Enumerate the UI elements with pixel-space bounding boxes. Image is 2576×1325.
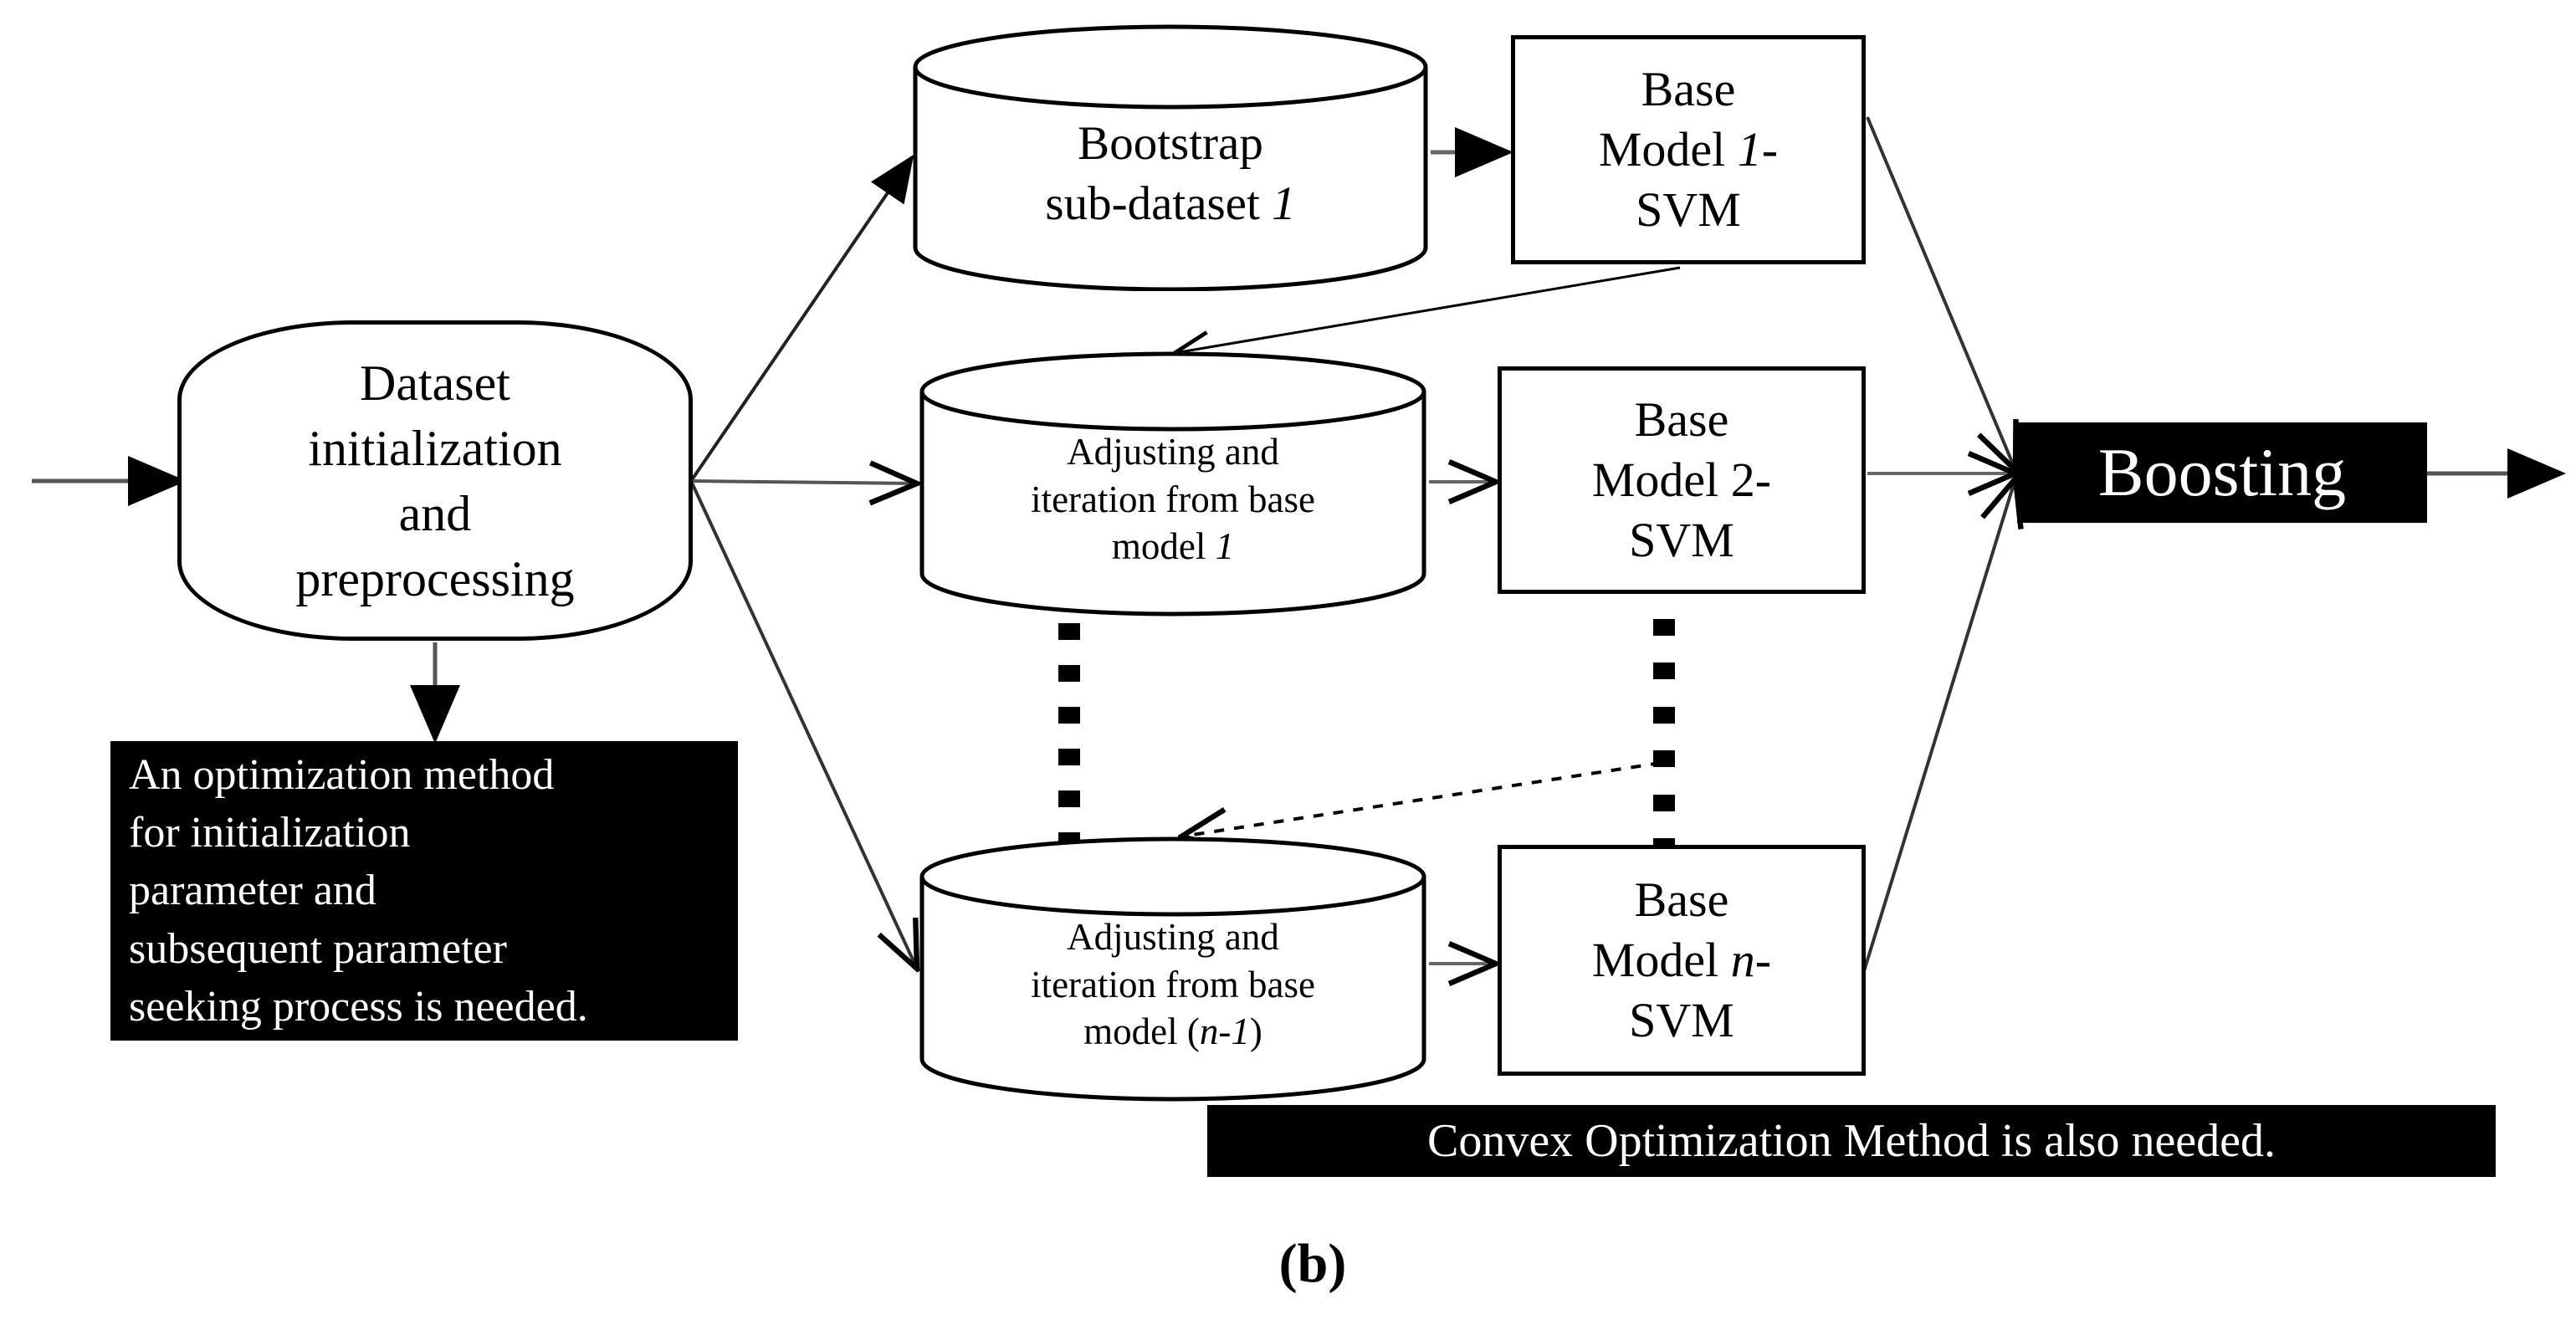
ellipsis-dot xyxy=(1653,794,1675,811)
optimization-note-line-1: An optimization method xyxy=(129,751,555,800)
edge-dataset-to-adjust-1 xyxy=(690,481,917,483)
node-boosting[interactable]: Boosting xyxy=(2017,422,2427,523)
ellipsis-dot xyxy=(1653,706,1675,724)
dataset-label: Dataset initialization and preprocessing xyxy=(295,350,574,611)
edge-base-1-to-boosting xyxy=(1866,116,2015,470)
adjust-n-line-3-text: model ( xyxy=(1083,1010,1200,1053)
base-model-n-line-2-tail: - xyxy=(1754,933,1772,988)
ellipsis-dot xyxy=(1058,749,1080,765)
adjust-n-line-1: Adjusting and xyxy=(1067,916,1279,958)
convex-note-label: Convex Optimization Method is also neede… xyxy=(1426,1115,2276,1167)
base-model-2-line-3: SVM xyxy=(1629,512,1734,567)
base-model-n-line-1: Base xyxy=(1634,872,1729,928)
vertical-ellipsis-right-icon xyxy=(1653,619,1675,855)
base-model-1-line-3: SVM xyxy=(1636,182,1741,237)
base-model-n-line-2-text: Model xyxy=(1591,933,1731,988)
boosting-label: Boosting xyxy=(2097,434,2347,510)
base-model-2-index: 2 xyxy=(1730,453,1755,508)
dataset-line-3: and xyxy=(398,485,472,541)
cylinder-shape-icon xyxy=(919,836,1426,1102)
bootstrap-line-1: Bootstrap xyxy=(1078,117,1263,170)
figure-caption: (b) xyxy=(1246,1226,1380,1302)
ellipsis-dot xyxy=(1058,790,1080,807)
figure-caption-label: (b) xyxy=(1278,1233,1347,1294)
optimization-note-label: An optimization method for initializatio… xyxy=(129,746,588,1036)
adjust-1-index: 1 xyxy=(1215,525,1235,568)
edge-base-n-to-boosting xyxy=(1852,478,2015,1005)
note-convex-optimization: Convex Optimization Method is also neede… xyxy=(1207,1105,2496,1177)
edge-dataset-to-bootstrap xyxy=(689,154,914,483)
node-base-model-n-svm[interactable]: Base Model n- SVM xyxy=(1498,845,1866,1076)
ellipsis-dot xyxy=(1058,707,1080,724)
node-dataset-initialization[interactable]: Dataset initialization and preprocessing xyxy=(177,320,693,641)
base-model-1-line-2-text: Model xyxy=(1598,122,1738,177)
edge-dashed-feedback-to-adjust-n xyxy=(1181,761,1662,836)
base-model-n-index: n xyxy=(1730,933,1755,988)
bootstrap-line-2-text: sub-dataset xyxy=(1045,176,1273,230)
adjust-n-label: Adjusting and iteration from base model … xyxy=(919,913,1427,1056)
node-base-model-1-svm[interactable]: Base Model 1- SVM xyxy=(1511,35,1866,264)
optimization-note-line-2: for initialization xyxy=(129,809,411,857)
optimization-note-line-5: seeking process is needed. xyxy=(129,982,588,1031)
adjust-1-line-3: model 1 xyxy=(919,523,1427,570)
ellipsis-dot xyxy=(1653,750,1675,768)
bootstrap-index: 1 xyxy=(1272,176,1296,230)
node-adjusting-iteration-base-model-1[interactable]: Adjusting and iteration from base model … xyxy=(919,351,1427,617)
vertical-ellipsis-left-icon xyxy=(1058,623,1080,849)
node-adjusting-iteration-base-model-n-1[interactable]: Adjusting and iteration from base model … xyxy=(919,836,1427,1102)
adjust-1-line-2: iteration from base xyxy=(1031,478,1315,520)
base-model-2-line-2-tail: - xyxy=(1754,453,1772,508)
adjust-n-line-2: iteration from base xyxy=(1031,963,1315,1005)
dataset-line-2: initialization xyxy=(308,420,562,476)
base-model-1-label: Base Model 1- SVM xyxy=(1599,59,1778,240)
base-model-1-line-2-tail: - xyxy=(1761,122,1779,177)
base-model-1-index: 1 xyxy=(1737,122,1762,177)
base-model-1-line-2: Model 1- xyxy=(1599,120,1778,180)
base-model-2-line-1: Base xyxy=(1634,392,1729,448)
optimization-note-line-3: parameter and xyxy=(129,867,376,915)
bootstrap-line-2: sub-dataset 1 xyxy=(912,174,1429,234)
base-model-n-label: Base Model n- SVM xyxy=(1592,870,1771,1051)
ellipsis-dot xyxy=(1653,619,1675,636)
adjust-n-line-3-tail: ) xyxy=(1249,1010,1262,1053)
node-bootstrap-sub-dataset[interactable]: Bootstrap sub-dataset 1 xyxy=(912,23,1429,291)
ellipsis-dot xyxy=(1058,665,1080,682)
base-model-n-line-2: Model n- xyxy=(1592,930,1771,990)
ellipsis-dot xyxy=(1653,662,1675,680)
cylinder-shape-icon xyxy=(913,24,1428,291)
base-model-n-line-3: SVM xyxy=(1629,992,1734,1047)
adjust-1-line-1: Adjusting and xyxy=(1067,431,1279,473)
dataset-line-4: preprocessing xyxy=(295,550,575,606)
adjust-n-line-3: model (n-1) xyxy=(919,1008,1427,1056)
adjust-n-index: n-1 xyxy=(1199,1010,1250,1053)
base-model-2-label: Base Model 2- SVM xyxy=(1592,390,1771,570)
adjust-1-line-3-text: model xyxy=(1111,525,1216,568)
optimization-note-line-4: subsequent parameter xyxy=(129,924,507,973)
adjust-1-label: Adjusting and iteration from base model … xyxy=(919,428,1427,570)
ellipsis-dot xyxy=(1058,623,1080,640)
base-model-1-line-1: Base xyxy=(1641,62,1736,117)
node-base-model-2-svm[interactable]: Base Model 2- SVM xyxy=(1498,366,1866,594)
cylinder-shape-icon xyxy=(919,351,1426,616)
dataset-line-1: Dataset xyxy=(360,355,510,411)
note-optimization-method: An optimization method for initializatio… xyxy=(110,741,738,1041)
base-model-2-line-2-text: Model xyxy=(1591,453,1731,508)
bootstrap-label: Bootstrap sub-dataset 1 xyxy=(912,114,1429,234)
base-model-2-line-2: Model 2- xyxy=(1592,450,1771,510)
